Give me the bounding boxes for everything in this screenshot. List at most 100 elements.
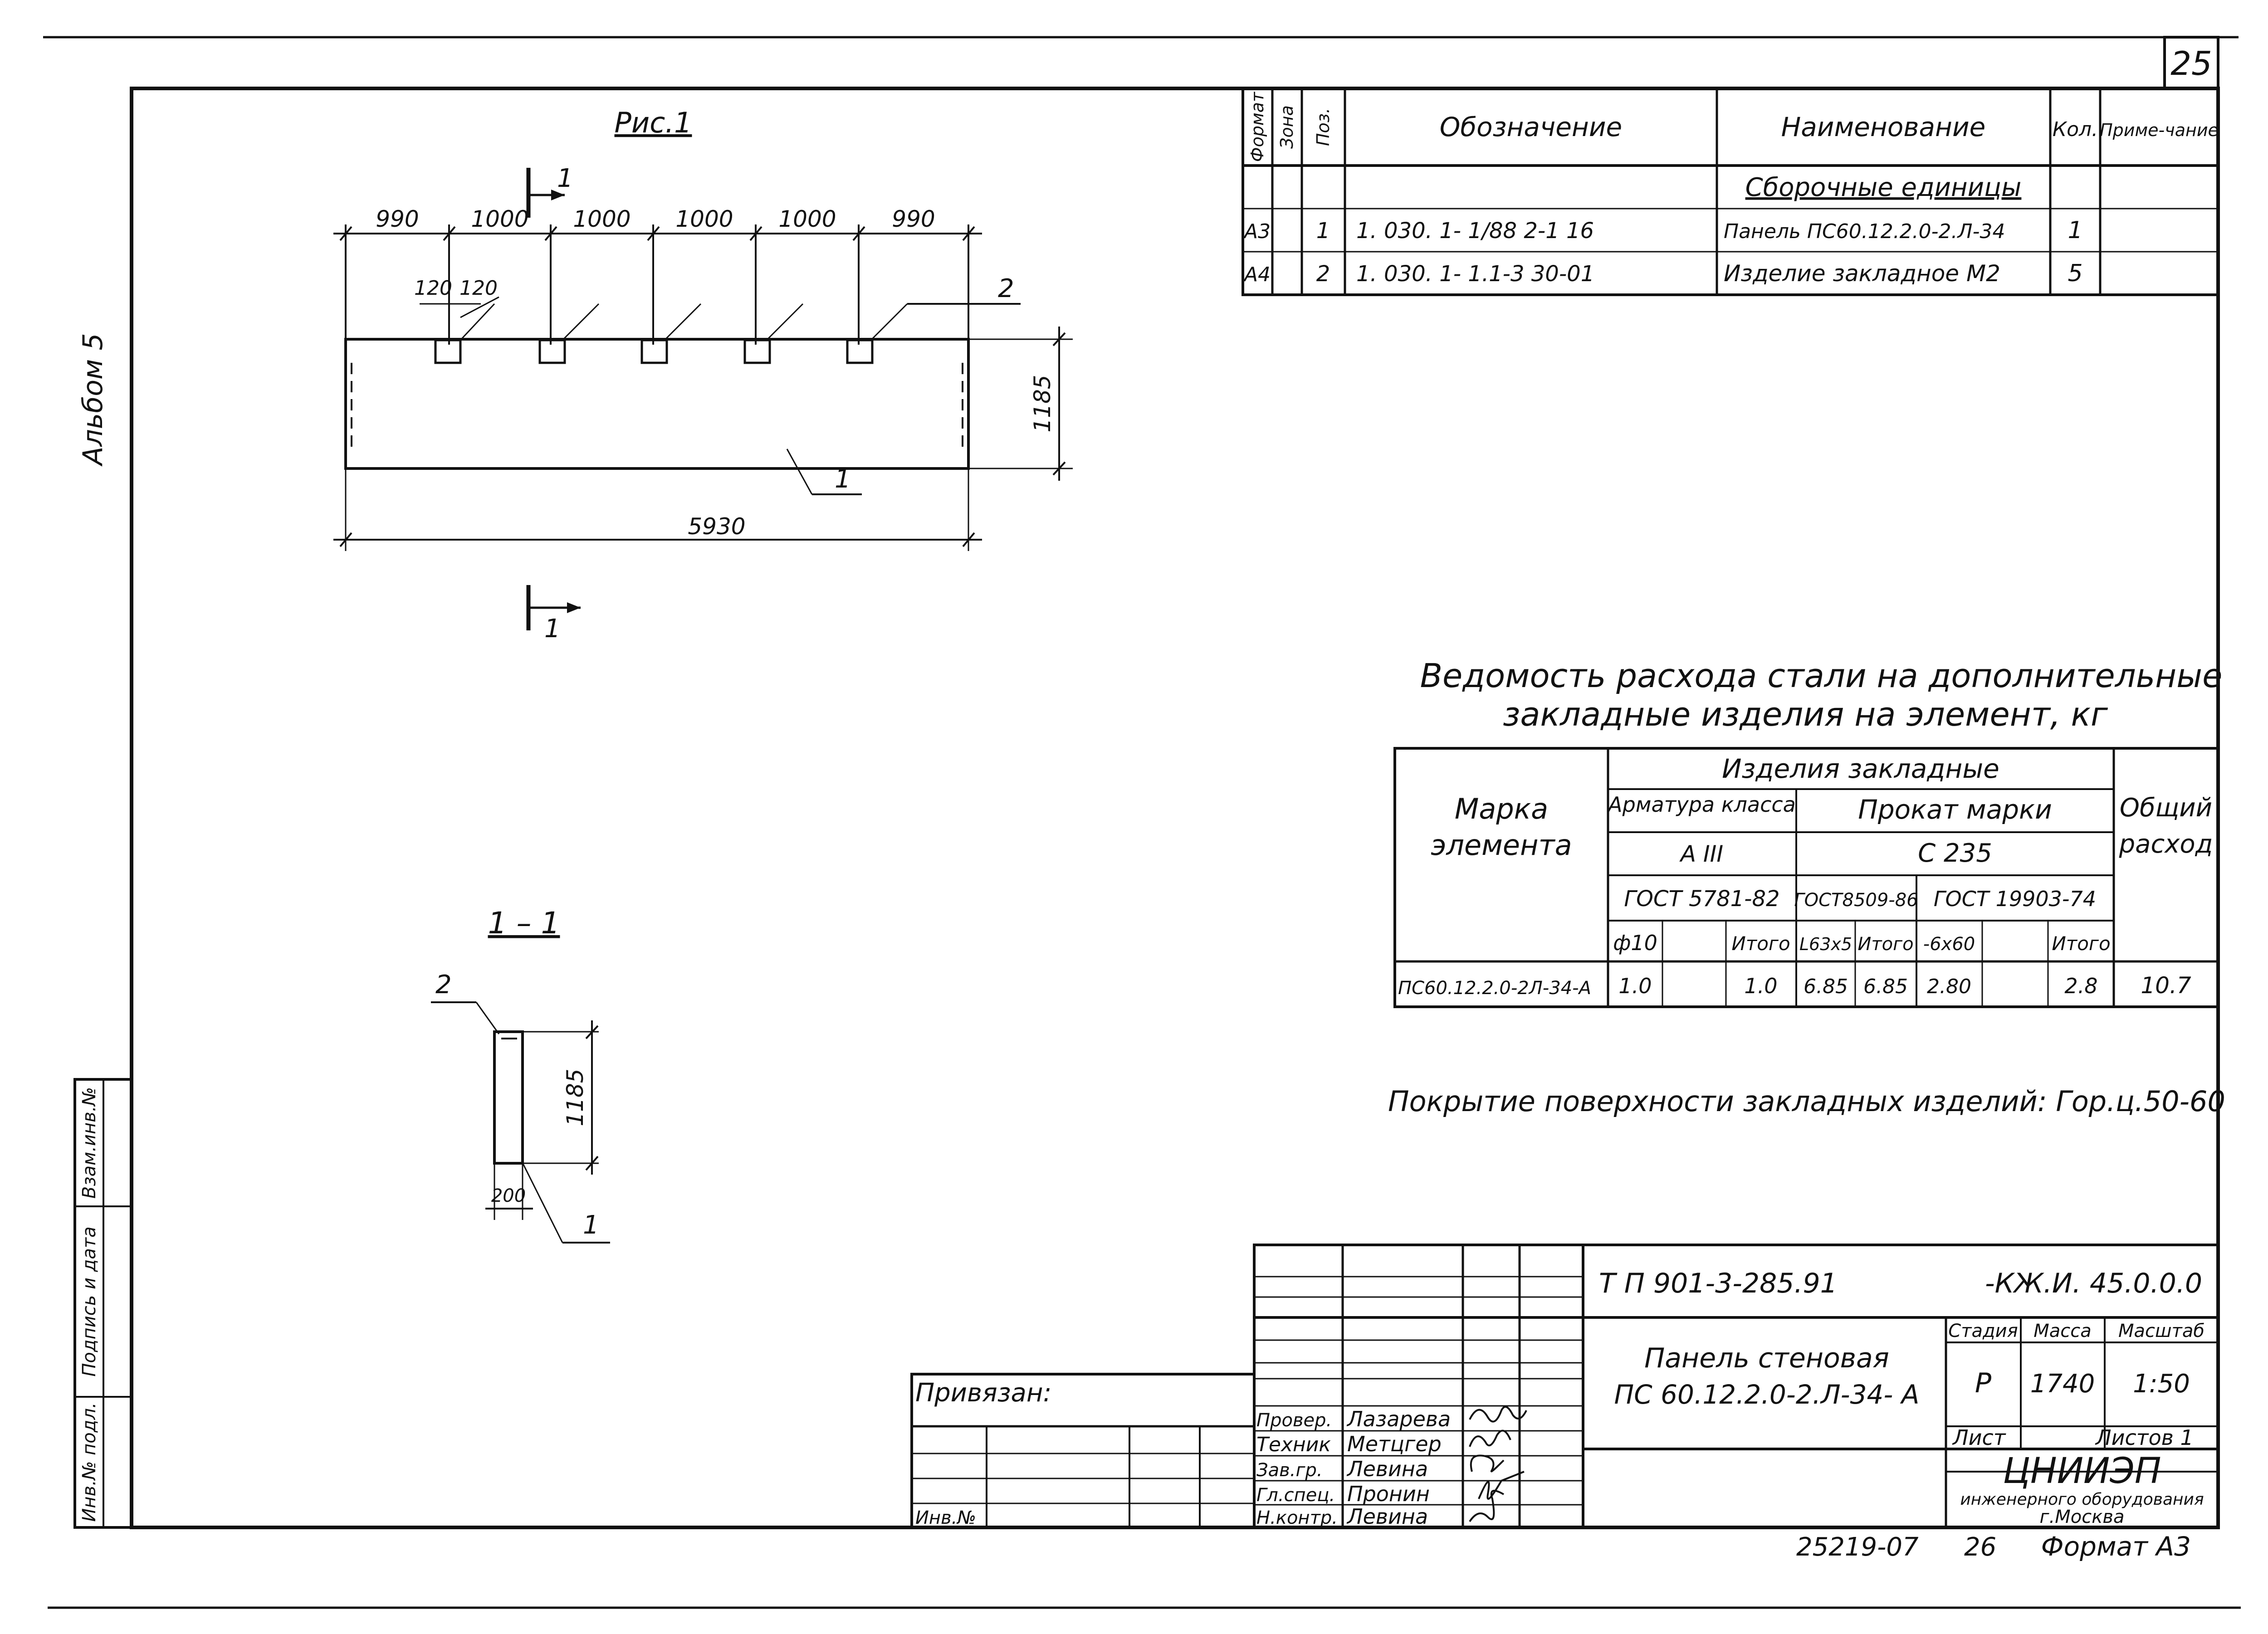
- section-mark-bottom: 1: [544, 614, 561, 644]
- steel-col-general-1: Общий: [2120, 793, 2212, 823]
- steel-armature-class: А III: [1679, 841, 1723, 867]
- steel-gost-rolled-2: ГОСТ 19903-74: [1934, 887, 2096, 911]
- section-callout-2: 2: [435, 970, 452, 1000]
- steel-title-2: закладные изделия на элемент, кг: [1503, 695, 2108, 733]
- tb-item-name-1: Панель стеновая: [1644, 1342, 1889, 1374]
- panel-outline: [344, 338, 970, 470]
- embedded-item: [846, 339, 874, 364]
- tb-stage: Р: [1975, 1367, 1992, 1399]
- steel-row-angle: 6.85: [1804, 975, 1848, 998]
- steel-row-total-angle: 6.85: [1863, 975, 1908, 998]
- spec-row1-qty: 1: [2068, 217, 2082, 244]
- tb-name-4: Пронин: [1347, 1482, 1430, 1506]
- album-label: Альбом 5: [77, 333, 109, 467]
- embedded-item: [743, 339, 771, 364]
- tb-mass: 1740: [2030, 1369, 2095, 1399]
- steel-col-armature: Арматура класса: [1607, 792, 1796, 817]
- spec-row1-format: А3: [1243, 220, 1271, 243]
- dim-height: 1185: [1029, 375, 1056, 432]
- dim-top-2: 1000: [471, 206, 528, 232]
- steel-col-mark-1: Марка: [1455, 792, 1548, 825]
- signature: [1469, 1429, 1511, 1447]
- spec-header-zone: Зона: [1277, 105, 1297, 149]
- section-height-dim: 1185: [562, 1068, 588, 1126]
- steel-row-phi10: 1.0: [1618, 974, 1652, 998]
- steel-row-general: 10.7: [2141, 972, 2191, 999]
- spec-header-pos: Поз.: [1313, 108, 1333, 146]
- tb-name-3: Левина: [1346, 1457, 1428, 1481]
- side-stamp-replace: Взам.инв.№: [79, 1087, 100, 1199]
- front-callout-1: 1: [835, 464, 851, 494]
- steel-sub-angle: L63х5: [1799, 934, 1852, 954]
- spec-row1-designation: 1. 030. 1- 1/88 2-1 16: [1356, 218, 1594, 244]
- steel-col-mark-2: элемента: [1431, 829, 1572, 862]
- steel-col-group: Изделия закладные: [1722, 753, 1999, 784]
- embedded-item: [434, 339, 462, 364]
- tb-mass-label: Масса: [2033, 1321, 2092, 1341]
- section-width-dim: 200: [491, 1185, 526, 1206]
- spec-row2-qty: 5: [2068, 260, 2082, 287]
- dim-top-4: 1000: [675, 206, 733, 232]
- tb-name-5: Левина: [1346, 1504, 1428, 1529]
- signature: [1469, 1406, 1527, 1423]
- section-callout-1: 1: [583, 1210, 599, 1240]
- steel-sub-total-rolled: Итого: [2052, 932, 2110, 955]
- tb-name-1: Лазарева: [1346, 1407, 1451, 1431]
- format-label: Формат А3: [2041, 1531, 2191, 1562]
- spec-row1-pos: 1: [1316, 218, 1330, 244]
- steel-row-total-arm: 1.0: [1744, 974, 1777, 998]
- dim-top-5: 1000: [778, 206, 836, 232]
- spec-header-designation: Обозначение: [1440, 112, 1622, 142]
- tb-sheets-label: Листов 1: [2095, 1425, 2194, 1450]
- tb-org-city: г.Москва: [2040, 1507, 2125, 1527]
- tb-role-5: Н.контр.: [1256, 1507, 1338, 1528]
- tb-role-2: Техник: [1256, 1433, 1331, 1456]
- tb-doc-code: -КЖ.И. 45.0.0.0: [1985, 1268, 2202, 1299]
- embedded-item: [538, 339, 566, 364]
- embedded-item: [640, 339, 668, 364]
- dim-small-2: 120: [459, 277, 498, 300]
- tb-stage-label: Стадия: [1948, 1321, 2018, 1341]
- tb-project-code: Т П 901-3-285.91: [1599, 1268, 1838, 1299]
- side-stamp-sign-date: Подпись и дата: [79, 1226, 100, 1376]
- figure-title: Рис.1: [615, 106, 692, 139]
- tb-org-sub: инженерного оборудования: [1960, 1490, 2204, 1509]
- side-stamp: Взам.инв.№ Подпись и дата Инв.№ подл.: [73, 1078, 133, 1529]
- dim-top-6: 990: [892, 206, 935, 232]
- inv-label: Инв.№: [915, 1507, 976, 1528]
- tb-org-name: ЦНИИЭП: [2003, 1451, 2161, 1492]
- spec-row2-name: Изделие закладное М2: [1724, 260, 2000, 287]
- steel-gost-rolled-1: ГОСТ8509-86: [1794, 890, 1918, 911]
- steel-col-rolled: Прокат марки: [1858, 794, 2052, 825]
- tb-scale-label: Масштаб: [2118, 1321, 2204, 1341]
- steel-sub-total-arm: Итого: [1731, 932, 1790, 955]
- binding-label: Привязан:: [915, 1378, 1051, 1408]
- steel-sub-total-angle: Итого: [1857, 934, 1913, 955]
- tb-name-2: Метцгер: [1347, 1432, 1442, 1456]
- steel-rolled-grade: С 235: [1918, 839, 1992, 868]
- steel-table: Ведомость расхода стали на дополнительны…: [1393, 657, 2223, 1008]
- bottom-page: 26: [1964, 1532, 1996, 1562]
- section-mark-top: 1: [557, 164, 573, 193]
- side-stamp-inv-orig: Инв.№ подл.: [79, 1402, 100, 1522]
- steel-col-mark-data: Марка элемента: [1500, 854, 1504, 855]
- steel-row-total-rolled: 2.8: [2064, 974, 2097, 998]
- tb-role-3: Зав.гр.: [1256, 1460, 1323, 1481]
- dim-small-1: 120: [414, 277, 452, 300]
- spec-row2-pos: 2: [1316, 261, 1330, 287]
- bottom-code: 25219-07: [1796, 1532, 1919, 1562]
- binding-stamp: Привязан: Инв.№: [910, 1373, 1256, 1529]
- dim-top-3: 1000: [573, 206, 631, 232]
- steel-row-mark: ПС60.12.2.0-2Л-34-А: [1398, 978, 1591, 999]
- spec-header-qty: Кол.: [2053, 118, 2098, 141]
- figure-1: Рис.1 1 1 990 1000 1000: [333, 106, 1073, 644]
- signature: [1469, 1490, 1504, 1522]
- title-block: Т П 901-3-285.91 -КЖ.И. 45.0.0.0 Панель …: [1253, 1244, 2219, 1529]
- steel-title-1: Ведомость расхода стали на дополнительны…: [1420, 657, 2223, 695]
- steel-row-strip: 2.80: [1927, 975, 1971, 998]
- section-1-1: 1 – 1 1185 200 2 1: [431, 906, 610, 1244]
- spec-row2-designation: 1. 030. 1- 1.1-3 30-01: [1356, 261, 1594, 287]
- signature: [1478, 1471, 1525, 1500]
- tb-scale: 1:50: [2133, 1369, 2190, 1399]
